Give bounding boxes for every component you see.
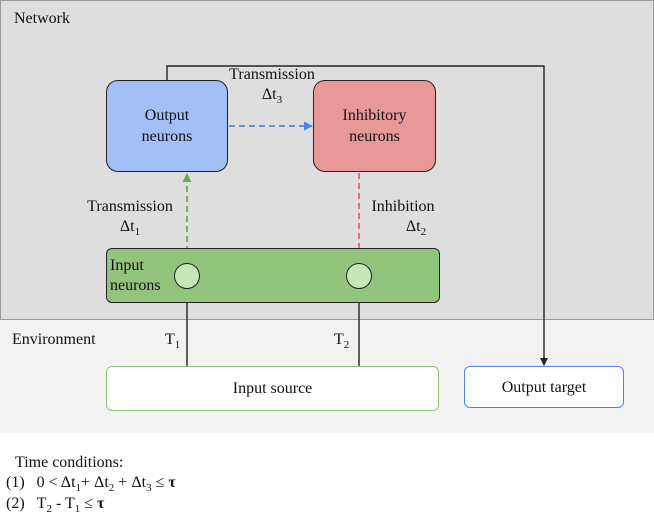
condition-2-number: (2) <box>6 495 25 512</box>
inhibitory-neurons-label-1: Inhibitory <box>342 107 407 124</box>
input-source-label: Input source <box>232 380 313 397</box>
conditions-title: Time conditions: <box>15 454 124 471</box>
environment-label: Environment <box>12 331 96 348</box>
t2-symbol: T <box>334 331 344 348</box>
condition-1-p2: + Δt <box>81 474 109 491</box>
output-neurons-box: Output neurons <box>106 80 228 172</box>
inhibition-dt2-text: Inhibition <box>371 198 435 215</box>
condition-1: (1) 0 < Δt1+ Δt2 + Δt3 ≤ τ <box>6 473 176 494</box>
input-source-box: Input source <box>106 366 439 411</box>
dt3-sub: 3 <box>276 94 283 106</box>
condition-2-s2: 1 <box>74 503 81 515</box>
output-neurons-label-1: Output <box>144 107 190 124</box>
input-neuron-1 <box>174 263 200 289</box>
dt2-symbol: Δt <box>405 218 421 235</box>
condition-2: (2) T2 - T1 ≤ τ <box>6 494 105 515</box>
output-target-label: Output target <box>501 378 587 396</box>
input-neurons-label-2: neurons <box>110 277 161 294</box>
t1-sub: 1 <box>174 339 181 351</box>
inhibition-dt2-label: Inhibition Δt2 <box>360 197 446 238</box>
condition-1-p4: ≤ <box>151 474 169 491</box>
t1-label: T1 <box>165 330 181 351</box>
transmission-dt3-label: Transmission Δt3 <box>222 65 322 106</box>
network-label: Network <box>14 10 70 27</box>
transmission-dt1-label: Transmission Δt1 <box>80 197 180 238</box>
dt1-sub: 1 <box>134 226 141 238</box>
t2-sub: 2 <box>343 339 350 351</box>
input-neurons-label-1: Input <box>110 257 144 274</box>
inhibitory-neurons-box: Inhibitory neurons <box>313 80 436 172</box>
transmission-dt3-text: Transmission <box>229 66 315 83</box>
transmission-dt1-text: Transmission <box>87 198 173 215</box>
t1-symbol: T <box>165 331 175 348</box>
dt1-symbol: Δt <box>119 218 135 235</box>
inhibitory-neurons-label-2: neurons <box>349 128 400 145</box>
condition-2-p3: ≤ <box>80 495 98 512</box>
dt2-sub: 2 <box>420 226 427 238</box>
condition-1-s2: 2 <box>108 482 115 494</box>
input-neurons-label: Input neurons <box>110 256 161 296</box>
condition-2-p1: T <box>36 495 47 512</box>
condition-2-p2: - T <box>51 495 75 512</box>
condition-2-tau: τ <box>97 495 105 512</box>
t2-label: T2 <box>334 330 350 351</box>
condition-1-tau: τ <box>168 474 176 491</box>
condition-1-s3: 3 <box>146 482 152 494</box>
output-target-box: Output target <box>464 366 624 408</box>
dt3-symbol: Δt <box>261 86 277 103</box>
input-neuron-2 <box>346 263 372 289</box>
condition-1-p3: + Δt <box>114 474 147 491</box>
output-to-target-arrow <box>166 65 548 366</box>
condition-1-p1: 0 < Δt <box>36 474 76 491</box>
condition-1-s1: 1 <box>75 482 82 494</box>
output-neurons-label-2: neurons <box>141 128 193 145</box>
condition-2-s1: 2 <box>46 503 52 515</box>
input-neurons-box <box>106 248 440 303</box>
condition-1-number: (1) <box>6 474 25 491</box>
